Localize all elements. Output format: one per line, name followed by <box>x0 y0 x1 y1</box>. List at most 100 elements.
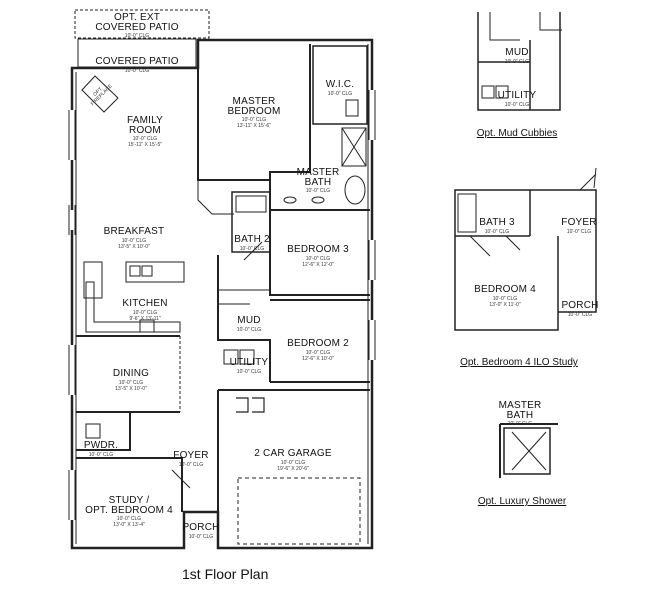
room-name: OPT. EXT COVERED PATIO <box>95 12 179 33</box>
fireplace-outline <box>81 75 119 113</box>
room-ceiling: 10'-0" CLG <box>132 136 158 142</box>
room-ceiling: 10'-0" CLG <box>132 310 158 316</box>
foyer-label: FOYER 10'-0" CLG <box>173 446 208 468</box>
room-ceiling: 10'-0" CLG <box>504 102 530 108</box>
room-ceiling: 10'-0" CLG <box>492 296 518 302</box>
room-ceiling: 10'-0" CLG <box>121 238 147 244</box>
opt-luxury-shower-caption: Opt. Luxury Shower <box>477 496 567 507</box>
room-name: UTILITY <box>229 357 269 368</box>
master-bedroom-label: MASTER BEDROOM 10'-0" CLG 13'-11" X 15'-… <box>227 97 280 129</box>
pwdr-label: PWDR. 10'-0" CLG <box>84 436 118 458</box>
opt-porch-label: PORCH 10'-0" CLG <box>561 296 598 318</box>
room-ceiling: 10'-0" CLG <box>507 421 533 427</box>
kitchen-island <box>125 261 185 283</box>
room-ceiling: 10'-0" CLG <box>280 460 306 466</box>
room-name: BATH 2 <box>234 234 270 245</box>
porch-label: PORCH 10'-0" CLG <box>182 518 219 540</box>
opt-ext-patio-outline <box>74 9 210 39</box>
room-name: FOYER <box>561 217 597 228</box>
opt-mud-label: MUD 10'-0" CLG <box>505 43 529 65</box>
room-name: BEDROOM 4 <box>474 284 536 295</box>
garage-label: 2 CAR GARAGE 10'-0" CLG 19'-6" X 20'-6" <box>254 444 331 472</box>
room-ceiling: 10'-0" CLG <box>116 516 142 522</box>
opt-foyer-label: FOYER 10'-0" CLG <box>561 213 596 235</box>
opt-bedroom4-label: BEDROOM 4 10'-0" CLG 13'-0" X 11'-0" <box>474 280 536 308</box>
tub-icon <box>344 175 366 205</box>
opt-utility-label: UTILITY 10'-0" CLG <box>498 86 537 108</box>
opt-bedroom4-walls <box>454 189 597 331</box>
room-ceiling: 10'-0" CLG <box>305 188 331 194</box>
dining-label: DINING 10'-0" CLG 13'-5" X 10'-0" <box>113 364 149 392</box>
room-ceiling: 10'-0" CLG <box>178 462 204 468</box>
room-ceiling: 10'-0" CLG <box>566 229 592 235</box>
room-ceiling: 10'-0" CLG <box>305 256 331 262</box>
room-name: W.I.C. <box>325 79 355 90</box>
room-ceiling: 10'-0" CLG <box>88 452 114 458</box>
bath2-label: BATH 2 10'-0" CLG <box>234 230 269 252</box>
room-name: BATH 3 <box>479 217 515 228</box>
bedroom2-label: BEDROOM 2 10'-0" CLG 12'-6" X 10'-0" <box>287 334 349 362</box>
plan-title: 1st Floor Plan <box>182 566 269 582</box>
opt-mud-cubbies-caption: Opt. Mud Cubbies <box>476 128 558 139</box>
room-ceiling: 10'-0" CLG <box>124 33 150 39</box>
room-name: BEDROOM 3 <box>287 244 349 255</box>
room-name: BEDROOM 2 <box>287 338 349 349</box>
room-size: 13'-5" X 10'-0" <box>118 244 150 250</box>
kitchen-label: KITCHEN 10'-0" CLG 9'-6" X 13'-11" <box>122 294 167 322</box>
room-name: FOYER <box>173 450 209 461</box>
opt-bedroom4-caption: Opt. Bedroom 4 ILO Study <box>460 357 578 368</box>
room-size: 13'-0" X 11'-0" <box>489 302 521 308</box>
room-size: 19'-6" X 20'-6" <box>277 466 309 472</box>
opt-ext-patio-label: OPT. EXT COVERED PATIO 10'-0" CLG <box>95 13 178 39</box>
room-name: DINING <box>112 368 150 379</box>
room-ceiling: 10'-0" CLG <box>484 229 510 235</box>
room-name: MASTER BEDROOM <box>227 96 281 117</box>
room-ceiling: 10'-0" CLG <box>118 380 144 386</box>
room-name: PORCH <box>561 300 599 311</box>
room-name: COVERED PATIO <box>95 56 179 67</box>
room-name: FAMILY ROOM <box>126 115 164 136</box>
room-size: 12'-6" X 10'-0" <box>302 356 334 362</box>
room-ceiling: 10'-0" CLG <box>236 327 262 333</box>
room-name: 2 CAR GARAGE <box>254 448 332 459</box>
room-ceiling: 10'-0" CLG <box>236 369 262 375</box>
opt-bath3-label: BATH 3 10'-0" CLG <box>479 213 514 235</box>
mud-label: MUD 10'-0" CLG <box>237 311 261 333</box>
garage-door <box>237 477 361 545</box>
room-name: UTILITY <box>497 90 537 101</box>
covered-patio-label: COVERED PATIO 10'-0" CLG <box>95 52 178 74</box>
room-size: 12'-6" X 12'-0" <box>302 262 334 268</box>
opt-master-bath-label: MASTER BATH 10'-0" CLG <box>499 401 542 427</box>
study-label: STUDY / OPT. BEDROOM 4 10'-0" CLG 13'-0"… <box>85 496 173 528</box>
room-name: MASTER BATH <box>296 167 340 188</box>
room-size: 9'-6" X 13'-11" <box>129 316 161 322</box>
room-name: MUD <box>237 315 261 326</box>
opt-luxury-shower-walls <box>503 427 551 475</box>
room-name: PWDR. <box>83 440 119 451</box>
room-size: 15'-11" X 15'-5" <box>128 142 162 148</box>
master-bath-label: MASTER BATH 10'-0" CLG <box>297 168 340 194</box>
room-name: MASTER BATH <box>498 400 542 421</box>
room-name: PORCH <box>182 522 220 533</box>
breakfast-label: BREAKFAST 10'-0" CLG 13'-5" X 10'-0" <box>104 222 165 250</box>
room-ceiling: 10'-0" CLG <box>327 91 353 97</box>
utility-label: UTILITY 10'-0" CLG <box>230 353 269 375</box>
room-ceiling: 10'-0" CLG <box>305 350 331 356</box>
room-ceiling: 10'-0" CLG <box>124 68 150 74</box>
room-ceiling: 10'-0" CLG <box>567 312 593 318</box>
room-ceiling: 10'-0" CLG <box>188 534 214 540</box>
room-size: 13'-0" X 13'-4" <box>113 522 145 528</box>
room-size: 13'-5" X 10'-0" <box>115 386 147 392</box>
room-name: MUD <box>505 47 529 58</box>
wic-label: W.I.C. 10'-0" CLG <box>326 75 354 97</box>
wic-walls <box>312 45 368 125</box>
bedroom3-label: BEDROOM 3 10'-0" CLG 12'-6" X 12'-0" <box>287 240 349 268</box>
room-ceiling: 10'-0" CLG <box>504 59 530 65</box>
master-bedroom-walls <box>197 44 311 181</box>
room-ceiling: 10'-0" CLG <box>241 117 267 123</box>
opt-mud-cubbies-walls <box>477 12 561 111</box>
room-size: 13'-11" X 15'-6" <box>236 123 271 129</box>
room-ceiling: 10'-0" CLG <box>239 246 265 252</box>
family-room-label: FAMILY ROOM 10'-0" CLG 15'-11" X 15'-5" <box>127 116 163 148</box>
